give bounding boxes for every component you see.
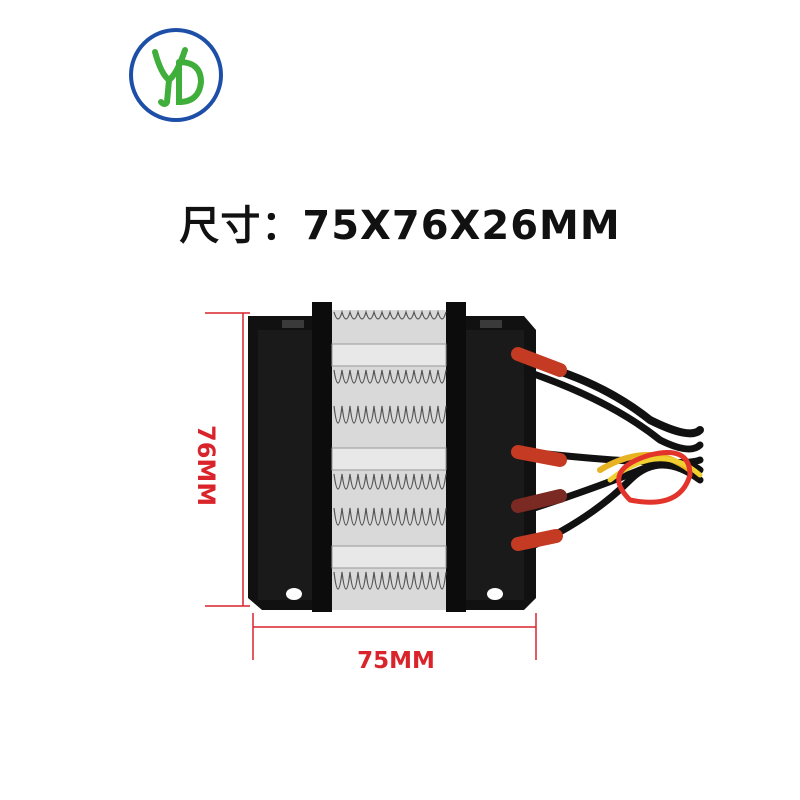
width-dimension-label: 75MM — [357, 648, 435, 674]
height-dimension-label: 76MM — [192, 425, 220, 507]
heater-fins — [331, 309, 447, 610]
heater-wires — [511, 347, 704, 552]
brand-logo — [129, 28, 223, 122]
dimension-lines — [205, 312, 537, 660]
size-title: 尺寸：75X76X26MM — [179, 203, 621, 249]
